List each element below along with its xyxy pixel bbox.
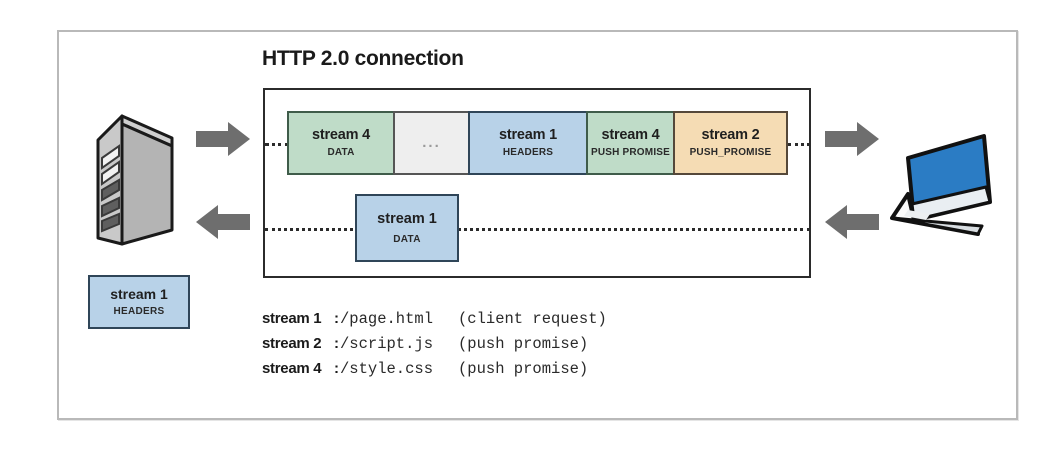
ellipsis-label: ... [422,134,441,152]
arrow-client-outbound-icon [825,205,879,244]
server-icon [92,112,178,252]
frame-ellipsis: ... [393,111,470,175]
legend-path: /page.html [340,310,434,328]
arrow-server-inbound-icon [196,205,250,244]
legend-colon: : [334,335,339,352]
legend-row: stream 4 : /style.css (push promise) [262,360,607,385]
arrow-client-inbound-icon [825,122,879,161]
frame-stream1-data[interactable]: stream 1 DATA [355,194,459,262]
frame-stream-label: stream 4 [601,127,660,144]
legend-stream-name: stream 1 [262,310,322,327]
legend-stream-name: stream 4 [262,360,322,377]
legend: stream 1 : /page.html (client request) s… [262,310,607,385]
laptop-icon [878,130,996,240]
frame-stream-label: stream 1 [377,211,437,228]
legend-row: stream 1 : /page.html (client request) [262,310,607,335]
frame-type-label: DATA [327,146,355,158]
legend-colon: : [334,310,339,327]
legend-stream-name: stream 2 [262,335,322,352]
arrow-server-outbound-icon [196,122,250,161]
legend-path: /style.css [340,360,434,378]
legend-colon: : [334,360,339,377]
legend-path: /script.js [340,335,434,353]
wire-bottom [265,228,810,231]
legend-note: (client request) [458,310,607,328]
frame-stream-label: stream 1 [110,286,168,303]
frame-type-label: DATA [393,233,421,245]
frame-stream1-headers[interactable]: stream 1 HEADERS [468,111,588,175]
frame-stream4-data[interactable]: stream 4 DATA [287,111,395,175]
frame-type-label: HEADERS [502,146,554,158]
frame-type-label: PUSH_PROMISE [689,146,772,158]
wire-top-left [265,143,289,146]
client-frame-stream1-headers[interactable]: stream 1 HEADERS [88,275,190,329]
frame-stream-label: stream 2 [701,127,760,144]
legend-note: (push promise) [458,335,589,353]
frame-stream-label: stream 1 [498,127,558,144]
legend-note: (push promise) [458,360,589,378]
frame-stream2-push-promise[interactable]: stream 2 PUSH_PROMISE [673,111,788,175]
frame-type-label: PUSH PROMISE [590,146,671,158]
frame-stream4-push-promise[interactable]: stream 4 PUSH PROMISE [586,111,675,175]
wire-top-right [788,143,810,146]
legend-row: stream 2 : /script.js (push promise) [262,335,607,360]
frame-row-top: stream 4 DATA ... stream 1 HEADERS strea… [287,111,788,175]
frame-type-label: HEADERS [113,305,165,317]
page-title: HTTP 2.0 connection [262,47,464,70]
frame-stream-label: stream 4 [311,127,371,144]
